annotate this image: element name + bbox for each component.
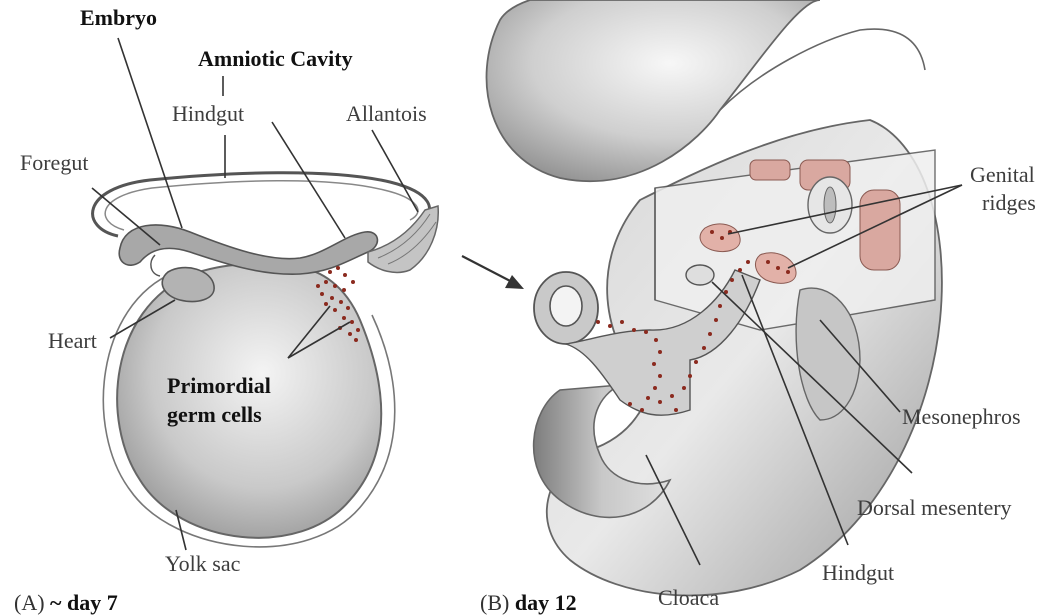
label-cloaca: Cloaca: [658, 587, 719, 609]
label-hindgut-a: Hindgut: [172, 103, 244, 125]
label-yolk-sac: Yolk sac: [165, 553, 240, 575]
yolk-sac: [117, 264, 381, 538]
label-hindgut-b: Hindgut: [822, 562, 894, 584]
dorsal-aorta: [686, 265, 714, 285]
label-foregut: Foregut: [20, 152, 88, 174]
caption-a: (A) ~ day 7: [14, 592, 118, 614]
caption-b-letter: (B): [480, 590, 509, 615]
label-mesonephros: Mesonephros: [902, 406, 1021, 428]
neural-canal: [824, 187, 836, 223]
heart-loop: [151, 255, 160, 276]
caption-a-text: ~ day 7: [50, 590, 118, 615]
label-primordial: Primordial: [167, 375, 271, 397]
label-allantois: Allantois: [346, 103, 427, 125]
label-ridges: ridges: [982, 192, 1036, 214]
label-amniotic-cavity: Amniotic Cavity: [198, 48, 353, 70]
label-heart: Heart: [48, 330, 97, 352]
pointer-arrowhead: [505, 275, 524, 289]
caption-b: (B) day 12: [480, 592, 577, 614]
label-genital: Genital: [970, 164, 1035, 186]
allantois-shape: [368, 206, 438, 272]
amnion-inner: [105, 181, 418, 230]
gut-opening-inner: [550, 286, 582, 326]
pointer-arrow: [462, 256, 516, 284]
label-embryo: Embryo: [80, 7, 157, 29]
caption-b-text: day 12: [515, 590, 577, 615]
label-dorsal-mesentery: Dorsal mesentery: [857, 497, 1012, 519]
caption-a-letter: (A): [14, 590, 45, 615]
label-germ-cells: germ cells: [167, 404, 262, 426]
